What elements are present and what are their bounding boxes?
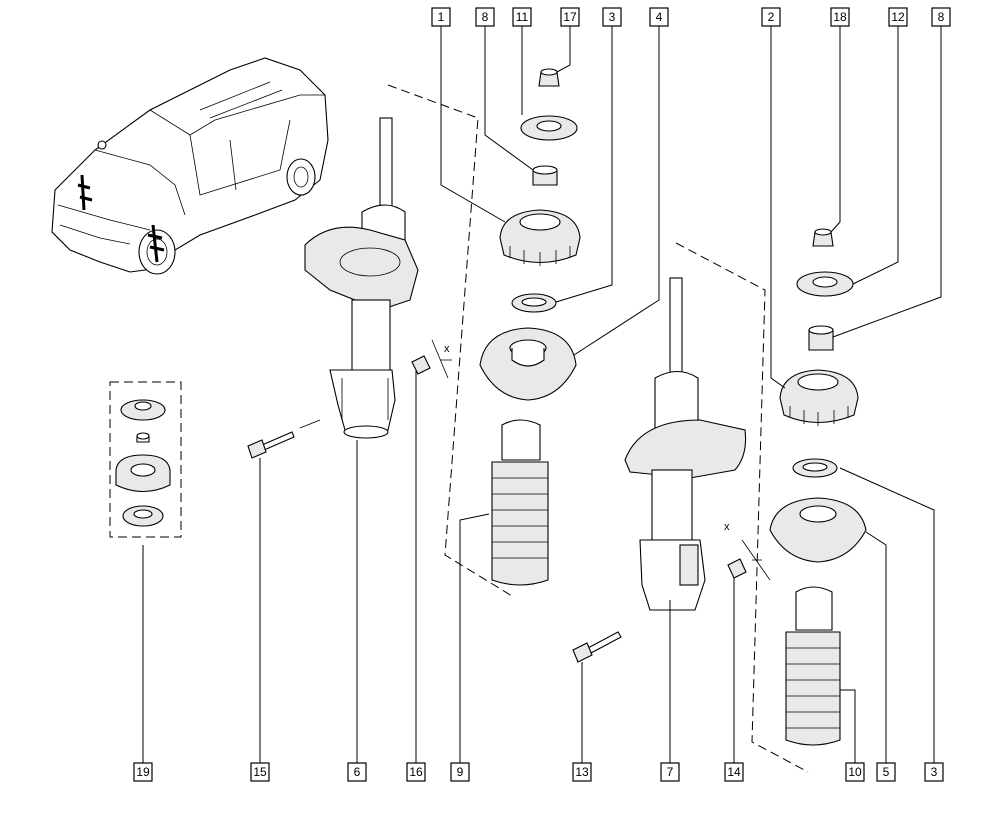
svg-text:10: 10 <box>848 765 862 779</box>
svg-text:12: 12 <box>891 10 905 24</box>
spring-seat-4 <box>479 327 577 401</box>
dust-boot-10 <box>785 586 841 746</box>
svg-text:8: 8 <box>482 10 489 24</box>
callout-6: 6 <box>347 762 367 782</box>
right-shock-absorber-7 <box>624 277 747 611</box>
svg-text:16: 16 <box>409 765 423 779</box>
assembly-outline-left <box>387 84 513 597</box>
svg-text:11: 11 <box>516 10 529 24</box>
callout-9: 9 <box>450 762 470 782</box>
washer-12 <box>796 271 854 297</box>
bearing-3-centre <box>511 293 557 313</box>
svg-text:5: 5 <box>883 765 890 779</box>
callout-4: 4 <box>649 7 669 27</box>
svg-text:2: 2 <box>768 10 775 24</box>
svg-text:x: x <box>724 521 730 533</box>
dust-boot-9 <box>491 419 549 586</box>
svg-text:x: x <box>444 343 450 355</box>
svg-text:7: 7 <box>667 765 674 779</box>
assembly-outline-right <box>675 242 809 773</box>
spring-seat-5 <box>769 497 867 563</box>
svg-text:18: 18 <box>833 10 847 24</box>
nut-16: x <box>411 339 452 379</box>
svg-text:14: 14 <box>727 765 741 779</box>
nut-14: x <box>724 521 771 581</box>
svg-text:4: 4 <box>656 10 663 24</box>
spacer-8-centre <box>532 165 558 186</box>
callout-15: 15 <box>250 762 270 782</box>
nut-17 <box>538 68 560 87</box>
svg-text:6: 6 <box>354 765 361 779</box>
mounting-kit-19 <box>109 381 182 538</box>
strut-mount-1 <box>499 209 581 266</box>
callout-19: 19 <box>133 762 153 782</box>
svg-text:8: 8 <box>938 10 945 24</box>
callout-10: 10 <box>845 762 865 782</box>
svg-text:9: 9 <box>457 765 464 779</box>
svg-text:3: 3 <box>931 765 938 779</box>
callout-18: 18 <box>830 7 850 27</box>
left-shock-absorber-6 <box>304 117 419 439</box>
callout-14: 14 <box>724 762 744 782</box>
bearing-3-right <box>792 458 838 478</box>
svg-text:3: 3 <box>609 10 616 24</box>
callout-7: 7 <box>660 762 680 782</box>
svg-text:1: 1 <box>438 10 445 24</box>
bolt-15 <box>247 419 321 459</box>
washer-11 <box>520 115 578 141</box>
callout-1: 1 <box>431 7 451 27</box>
callout-16: 16 <box>406 762 426 782</box>
callout-3: 3 <box>602 7 622 27</box>
svg-text:17: 17 <box>563 10 577 24</box>
callout-2: 2 <box>761 7 781 27</box>
leader-lines <box>142 26 942 763</box>
bolt-13 <box>572 631 622 663</box>
callout-12: 12 <box>888 7 908 27</box>
svg-text:15: 15 <box>253 765 267 779</box>
nut-18 <box>812 228 834 247</box>
callout-13: 13 <box>572 762 592 782</box>
strut-mount-2 <box>779 369 859 426</box>
callout-8: 8 <box>475 7 495 27</box>
callout-8-right: 8 <box>931 7 951 27</box>
callout-17: 17 <box>560 7 580 27</box>
callout-3-bottom: 3 <box>924 762 944 782</box>
callout-5: 5 <box>876 762 896 782</box>
spacer-8-right <box>808 325 834 351</box>
callout-11: 11 <box>512 7 532 27</box>
vehicle-illustration <box>51 57 329 275</box>
svg-text:13: 13 <box>575 765 589 779</box>
svg-text:19: 19 <box>136 765 150 779</box>
